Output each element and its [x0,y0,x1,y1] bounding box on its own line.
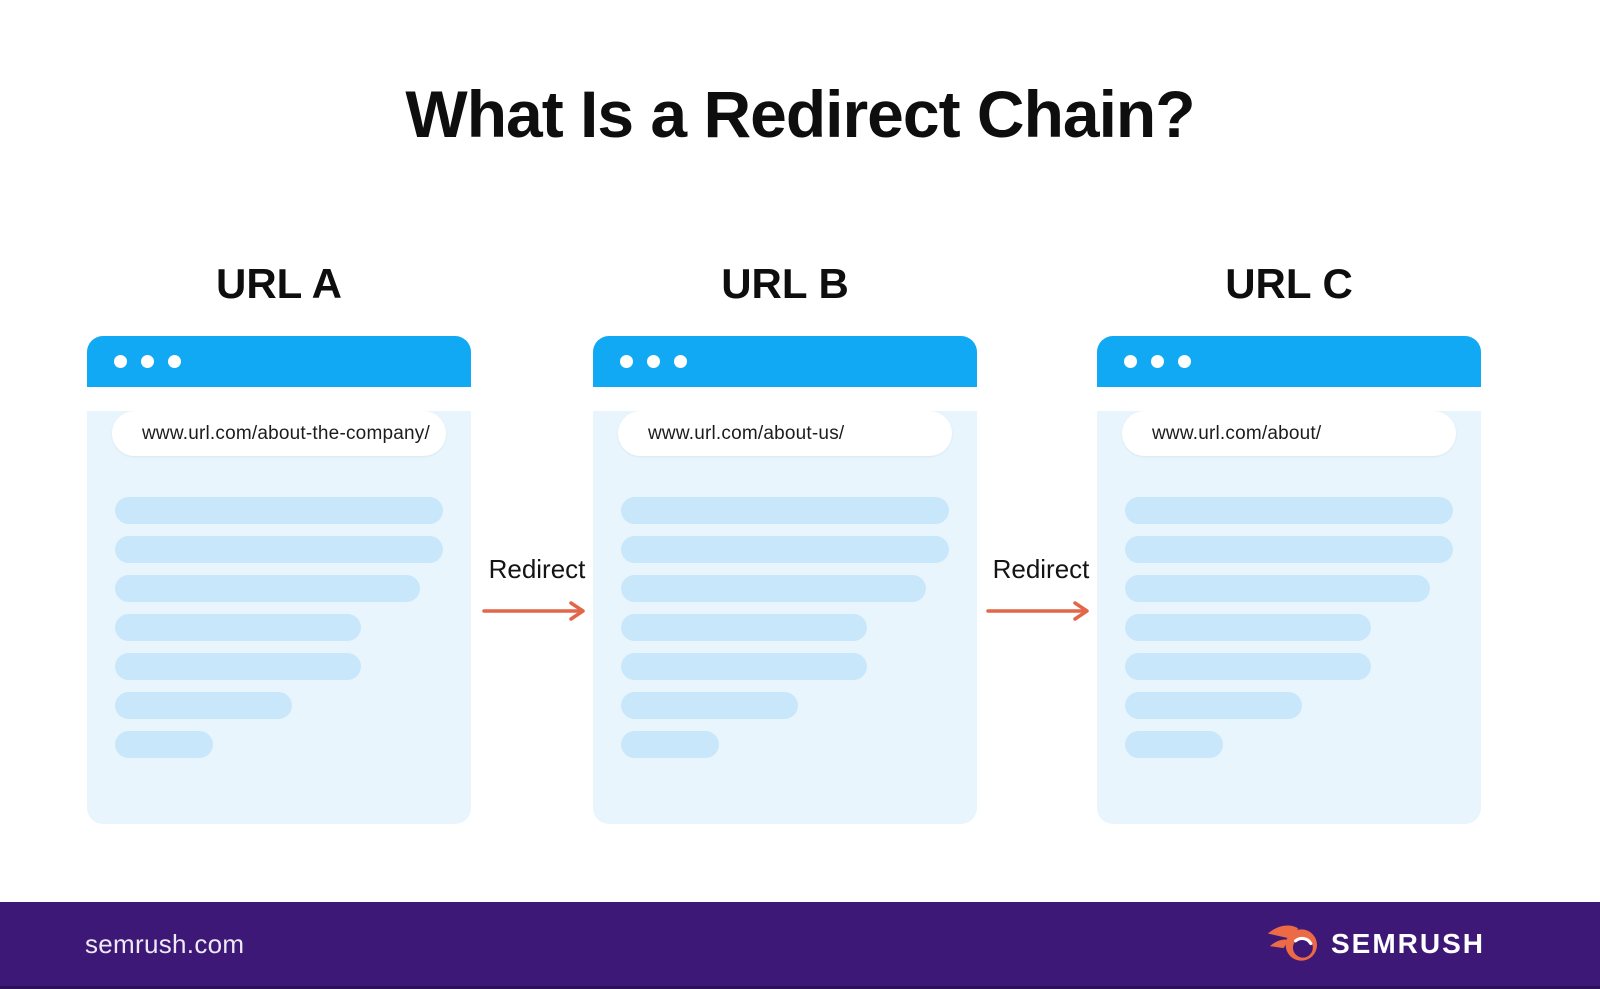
browser-window-a: www.url.com/about-the-company/ [87,336,471,824]
page-title: What Is a Redirect Chain? [405,77,1195,151]
browser-window-c: www.url.com/about/ [1097,336,1481,824]
address-bar: www.url.com/about-the-company/ [112,411,446,456]
window-dot-icon [674,355,687,368]
redirect-connector-2: Redirect [977,554,1097,622]
window-dot-icon [114,355,127,368]
skeleton-line [1125,614,1371,641]
semrush-flame-icon [1267,925,1317,961]
skeleton-line [1125,497,1453,524]
skeleton-line [1125,692,1303,719]
brand-wordmark: SEMRUSH [1330,928,1485,959]
browser-window-b: www.url.com/about-us/ [593,336,977,824]
url-a-label: URL A [216,260,342,307]
browser-page: www.url.com/about-us/ [593,411,977,824]
skeleton-line [115,575,421,602]
redirect-label: Redirect [992,554,1090,584]
skeleton-line [1125,731,1224,758]
skeleton-line [621,692,799,719]
window-dot-icon [647,355,660,368]
skeleton-line [621,497,949,524]
skeleton-line [115,536,443,563]
address-bar: www.url.com/about-us/ [618,411,952,456]
address-url: www.url.com/about-us/ [648,422,845,444]
window-dot-icon [1124,355,1137,368]
window-dots-icon [114,355,181,368]
page-content-skeleton [1097,456,1481,758]
footer-bar: semrush.com SEMRUSH [0,902,1600,989]
address-url: www.url.com/about/ [1152,422,1322,444]
browser-titlebar [87,336,471,387]
browser-titlebar [1097,336,1481,387]
skeleton-line [621,536,949,563]
address-bar: www.url.com/about/ [1122,411,1456,456]
browser-titlebar [593,336,977,387]
browser-page: www.url.com/about-the-company/ [87,411,471,824]
url-b-label: URL B [721,260,849,307]
window-dot-icon [1178,355,1191,368]
redirect-connector-1: Redirect [470,554,593,622]
skeleton-line [115,731,214,758]
brand-logo: SEMRUSH [1266,921,1485,967]
skeleton-line [621,653,867,680]
window-dot-icon [620,355,633,368]
skeleton-line [115,614,361,641]
right-arrow-icon [986,601,1089,621]
address-url: www.url.com/about-the-company/ [142,422,430,444]
skeleton-line [115,692,293,719]
skeleton-line [1125,536,1453,563]
skeleton-line [621,575,927,602]
skeleton-line [621,731,720,758]
page-content-skeleton [593,456,977,758]
window-dot-icon [141,355,154,368]
window-dots-icon [620,355,687,368]
footer-site-url: semrush.com [85,928,245,959]
skeleton-line [115,497,443,524]
window-dot-icon [1151,355,1164,368]
url-c-label: URL C [1225,260,1353,307]
window-dot-icon [168,355,181,368]
skeleton-line [621,614,867,641]
window-dots-icon [1124,355,1191,368]
skeleton-line [1125,575,1431,602]
browser-page: www.url.com/about/ [1097,411,1481,824]
right-arrow-icon [482,601,585,621]
page-content-skeleton [87,456,471,758]
redirect-label: Redirect [488,554,586,584]
skeleton-line [1125,653,1371,680]
skeleton-line [115,653,361,680]
